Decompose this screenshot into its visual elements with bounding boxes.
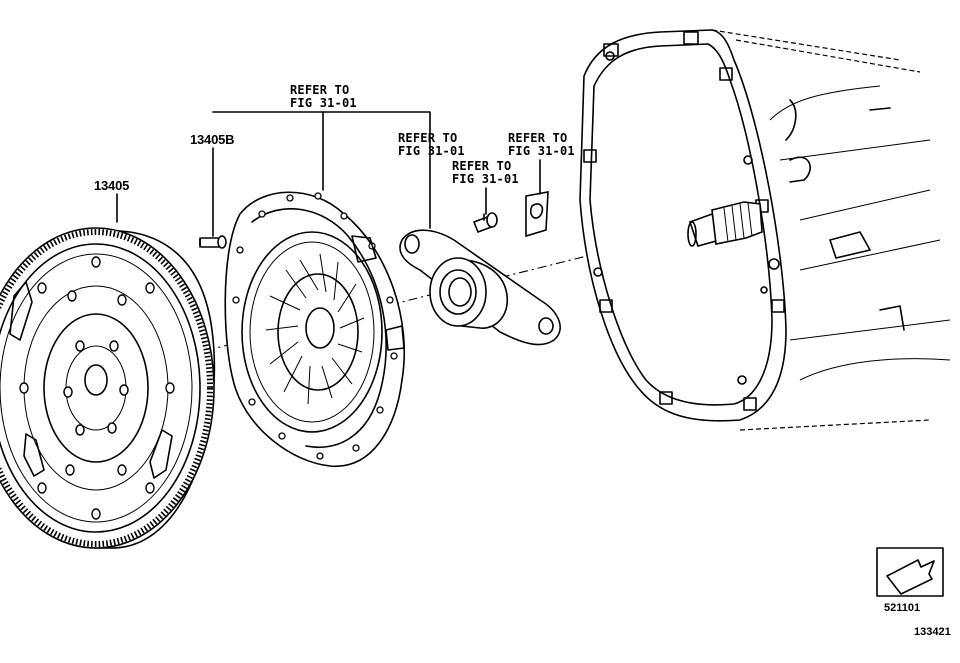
refer-line2: FIG 31-01 [508,144,575,158]
refer-line2: FIG 31-01 [452,172,519,186]
part-number-bolt: 13405B [190,132,235,147]
release-clip [525,191,549,238]
clutch-cover [224,191,406,467]
refer-line1: REFER TO [508,131,568,145]
part-number-flywheel: 13405 [94,178,130,193]
refer-line2: FIG 31-01 [398,144,465,158]
release-bearing [429,257,509,329]
illustration-id: 133421 [914,626,951,638]
transmission-housing [579,29,951,431]
refer-line1: REFER TO [398,131,458,145]
catalog-code: 521101 [884,602,921,614]
pivot-stud [472,212,498,234]
leader-lines [116,111,541,237]
flywheel-bolt [199,235,227,249]
flywheel [0,227,216,549]
refer-line2: FIG 31-01 [290,96,357,110]
refer-line1: REFER TO [452,159,512,173]
catalog-icon [876,547,944,597]
refer-line1: REFER TO [290,83,350,97]
